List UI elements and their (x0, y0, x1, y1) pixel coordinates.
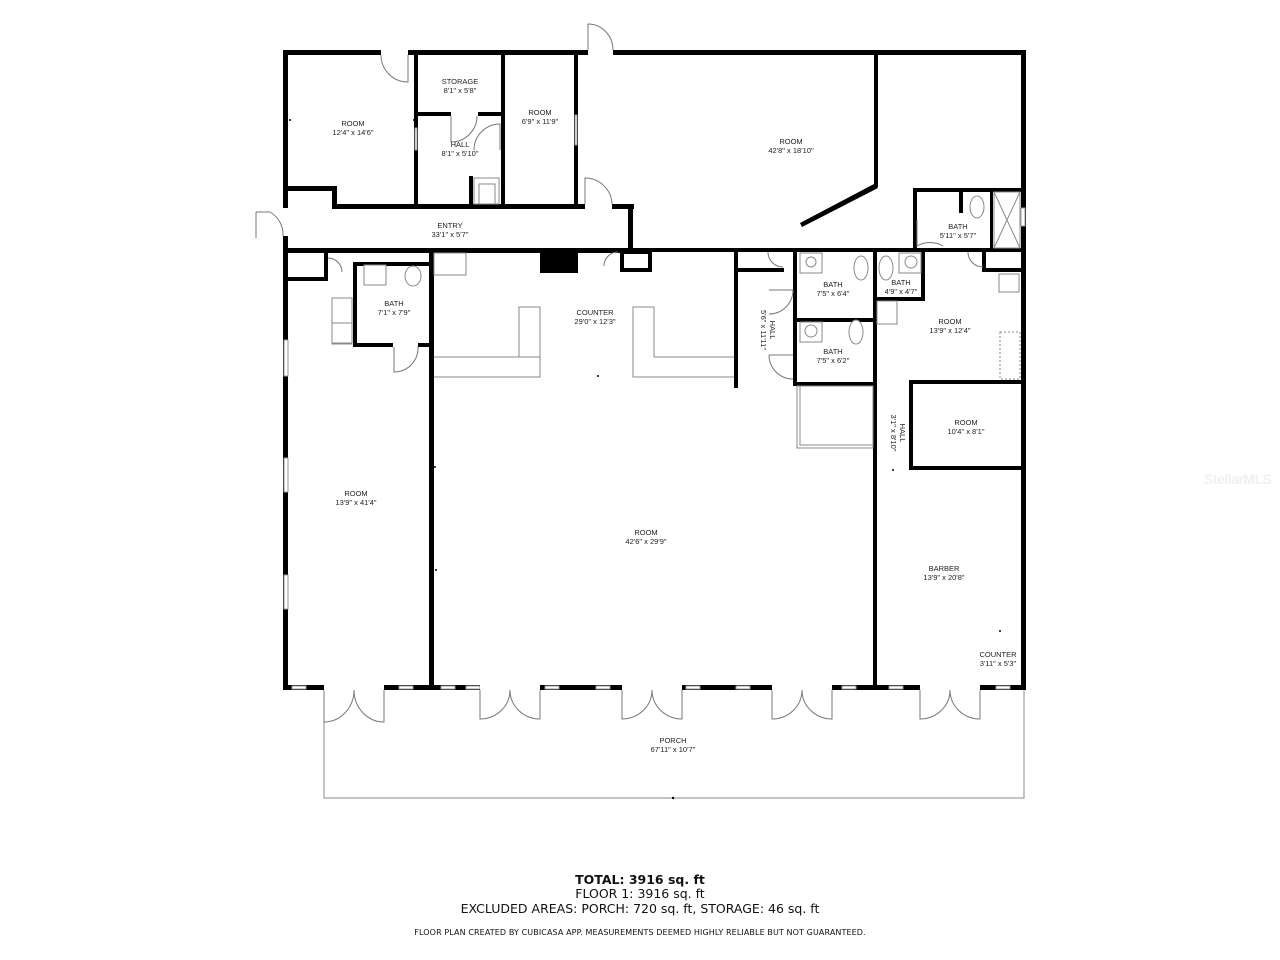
label-hall-center: HALL 5'6" x 11'11" (759, 310, 777, 350)
interior-walls-north (283, 52, 1023, 273)
svg-text:ROOM: ROOM (634, 528, 657, 537)
room-labels: ROOM 12'4" x 14'6" STORAGE 8'1" x 5'8" H… (332, 77, 1017, 754)
interior-walls-main (283, 252, 1023, 688)
fixtures (331, 177, 1021, 449)
label-room-large-north: ROOM 42'8" x 18'10" (768, 137, 814, 155)
total-area: TOTAL: 3916 sq. ft (575, 872, 705, 887)
label-bath-center-upper: BATH 7'5" x 6'4" (817, 280, 850, 298)
excluded-areas: EXCLUDED AREAS: PORCH: 720 sq. ft, STORA… (460, 901, 820, 916)
label-entry: ENTRY 33'1" x 5'7" (432, 221, 469, 239)
svg-text:BATH: BATH (891, 278, 910, 287)
label-room-main: ROOM 42'6" x 29'9" (625, 528, 666, 546)
floor-plan: ROOM 12'4" x 14'6" STORAGE 8'1" x 5'8" H… (255, 23, 1026, 800)
label-bath-small: BATH 4'9" x 4'7" (885, 278, 918, 296)
label-counter-main: COUNTER 29'0" x 12'3" (574, 308, 615, 326)
label-hall-east: HALL 3'1" x 8'10" (889, 415, 907, 452)
svg-text:6'9" x 11'9": 6'9" x 11'9" (522, 117, 559, 126)
outlet-markers (289, 119, 1001, 632)
svg-text:BARBER: BARBER (929, 564, 960, 573)
svg-text:5'6" x 11'11": 5'6" x 11'11" (759, 310, 768, 350)
windows (283, 114, 1026, 690)
floor-1-area: FLOOR 1: 3916 sq. ft (575, 886, 705, 901)
label-counter-barber: COUNTER 3'11" x 5'3" (979, 650, 1017, 668)
svg-text:BATH: BATH (823, 280, 842, 289)
svg-text:4'9" x 4'7": 4'9" x 4'7" (885, 287, 918, 296)
svg-text:HALL: HALL (451, 140, 470, 149)
svg-text:BATH: BATH (823, 347, 842, 356)
svg-text:7'5" x 6'4": 7'5" x 6'4" (817, 289, 850, 298)
svg-text:42'8" x 18'10": 42'8" x 18'10" (768, 146, 814, 155)
svg-text:42'6" x 29'9": 42'6" x 29'9" (625, 537, 666, 546)
label-room-small-north: ROOM 6'9" x 11'9" (522, 108, 559, 126)
svg-text:PORCH: PORCH (659, 736, 686, 745)
label-bath-ne: BATH 5'11" x 5'7" (940, 222, 977, 240)
front-doors (323, 685, 981, 723)
svg-text:10'4" x 8'1": 10'4" x 8'1" (948, 427, 985, 436)
svg-text:13'9" x 20'8": 13'9" x 20'8" (923, 573, 964, 582)
svg-text:HALL: HALL (898, 424, 907, 443)
svg-text:HALL: HALL (768, 321, 777, 340)
svg-text:7'5" x 6'2": 7'5" x 6'2" (817, 356, 850, 365)
svg-text:BATH: BATH (948, 222, 967, 231)
label-hall-north: HALL 8'1" x 5'10" (442, 140, 479, 158)
svg-text:8'1" x 5'8": 8'1" x 5'8" (444, 86, 477, 95)
svg-text:STORAGE: STORAGE (442, 77, 479, 86)
svg-text:7'1" x 7'9": 7'1" x 7'9" (378, 308, 411, 317)
svg-text:ROOM: ROOM (344, 489, 367, 498)
label-room-east-small: ROOM 10'4" x 8'1" (948, 418, 985, 436)
svg-text:BATH: BATH (384, 299, 403, 308)
svg-text:67'11" x 10'7": 67'11" x 10'7" (651, 745, 696, 754)
svg-text:ROOM: ROOM (341, 119, 364, 128)
svg-text:3'11" x 5'3": 3'11" x 5'3" (980, 659, 1017, 668)
svg-text:13'9" x 12'4": 13'9" x 12'4" (929, 326, 970, 335)
label-room-nw: ROOM 12'4" x 14'6" (332, 119, 373, 137)
svg-text:3'1" x 8'10": 3'1" x 8'10" (889, 415, 898, 452)
svg-text:29'0" x 12'3": 29'0" x 12'3" (574, 317, 615, 326)
svg-text:COUNTER: COUNTER (576, 308, 614, 317)
svg-text:13'9" x 41'4": 13'9" x 41'4" (335, 498, 376, 507)
watermark: StellarMLS (1204, 471, 1272, 487)
disclaimer: FLOOR PLAN CREATED BY CUBICASA APP. MEAS… (414, 928, 866, 937)
svg-text:ROOM: ROOM (954, 418, 977, 427)
label-bath-center-lower: BATH 7'5" x 6'2" (817, 347, 850, 365)
svg-text:12'4" x 14'6": 12'4" x 14'6" (332, 128, 373, 137)
label-barber: BARBER 13'9" x 20'8" (923, 564, 964, 582)
svg-text:ROOM: ROOM (779, 137, 802, 146)
svg-text:33'1" x 5'7": 33'1" x 5'7" (432, 230, 469, 239)
svg-text:ROOM: ROOM (938, 317, 961, 326)
label-bath-west: BATH 7'1" x 7'9" (378, 299, 411, 317)
label-storage: STORAGE 8'1" x 5'8" (442, 77, 479, 95)
svg-text:ROOM: ROOM (528, 108, 551, 117)
label-room-east: ROOM 13'9" x 12'4" (929, 317, 970, 335)
svg-text:ENTRY: ENTRY (437, 221, 462, 230)
svg-text:8'1" x 5'10": 8'1" x 5'10" (442, 149, 479, 158)
svg-text:COUNTER: COUNTER (979, 650, 1017, 659)
interior-doors (255, 23, 984, 380)
label-porch: PORCH 67'11" x 10'7" (651, 736, 696, 754)
svg-text:5'11" x 5'7": 5'11" x 5'7" (940, 231, 977, 240)
label-room-west-long: ROOM 13'9" x 41'4" (335, 489, 376, 507)
